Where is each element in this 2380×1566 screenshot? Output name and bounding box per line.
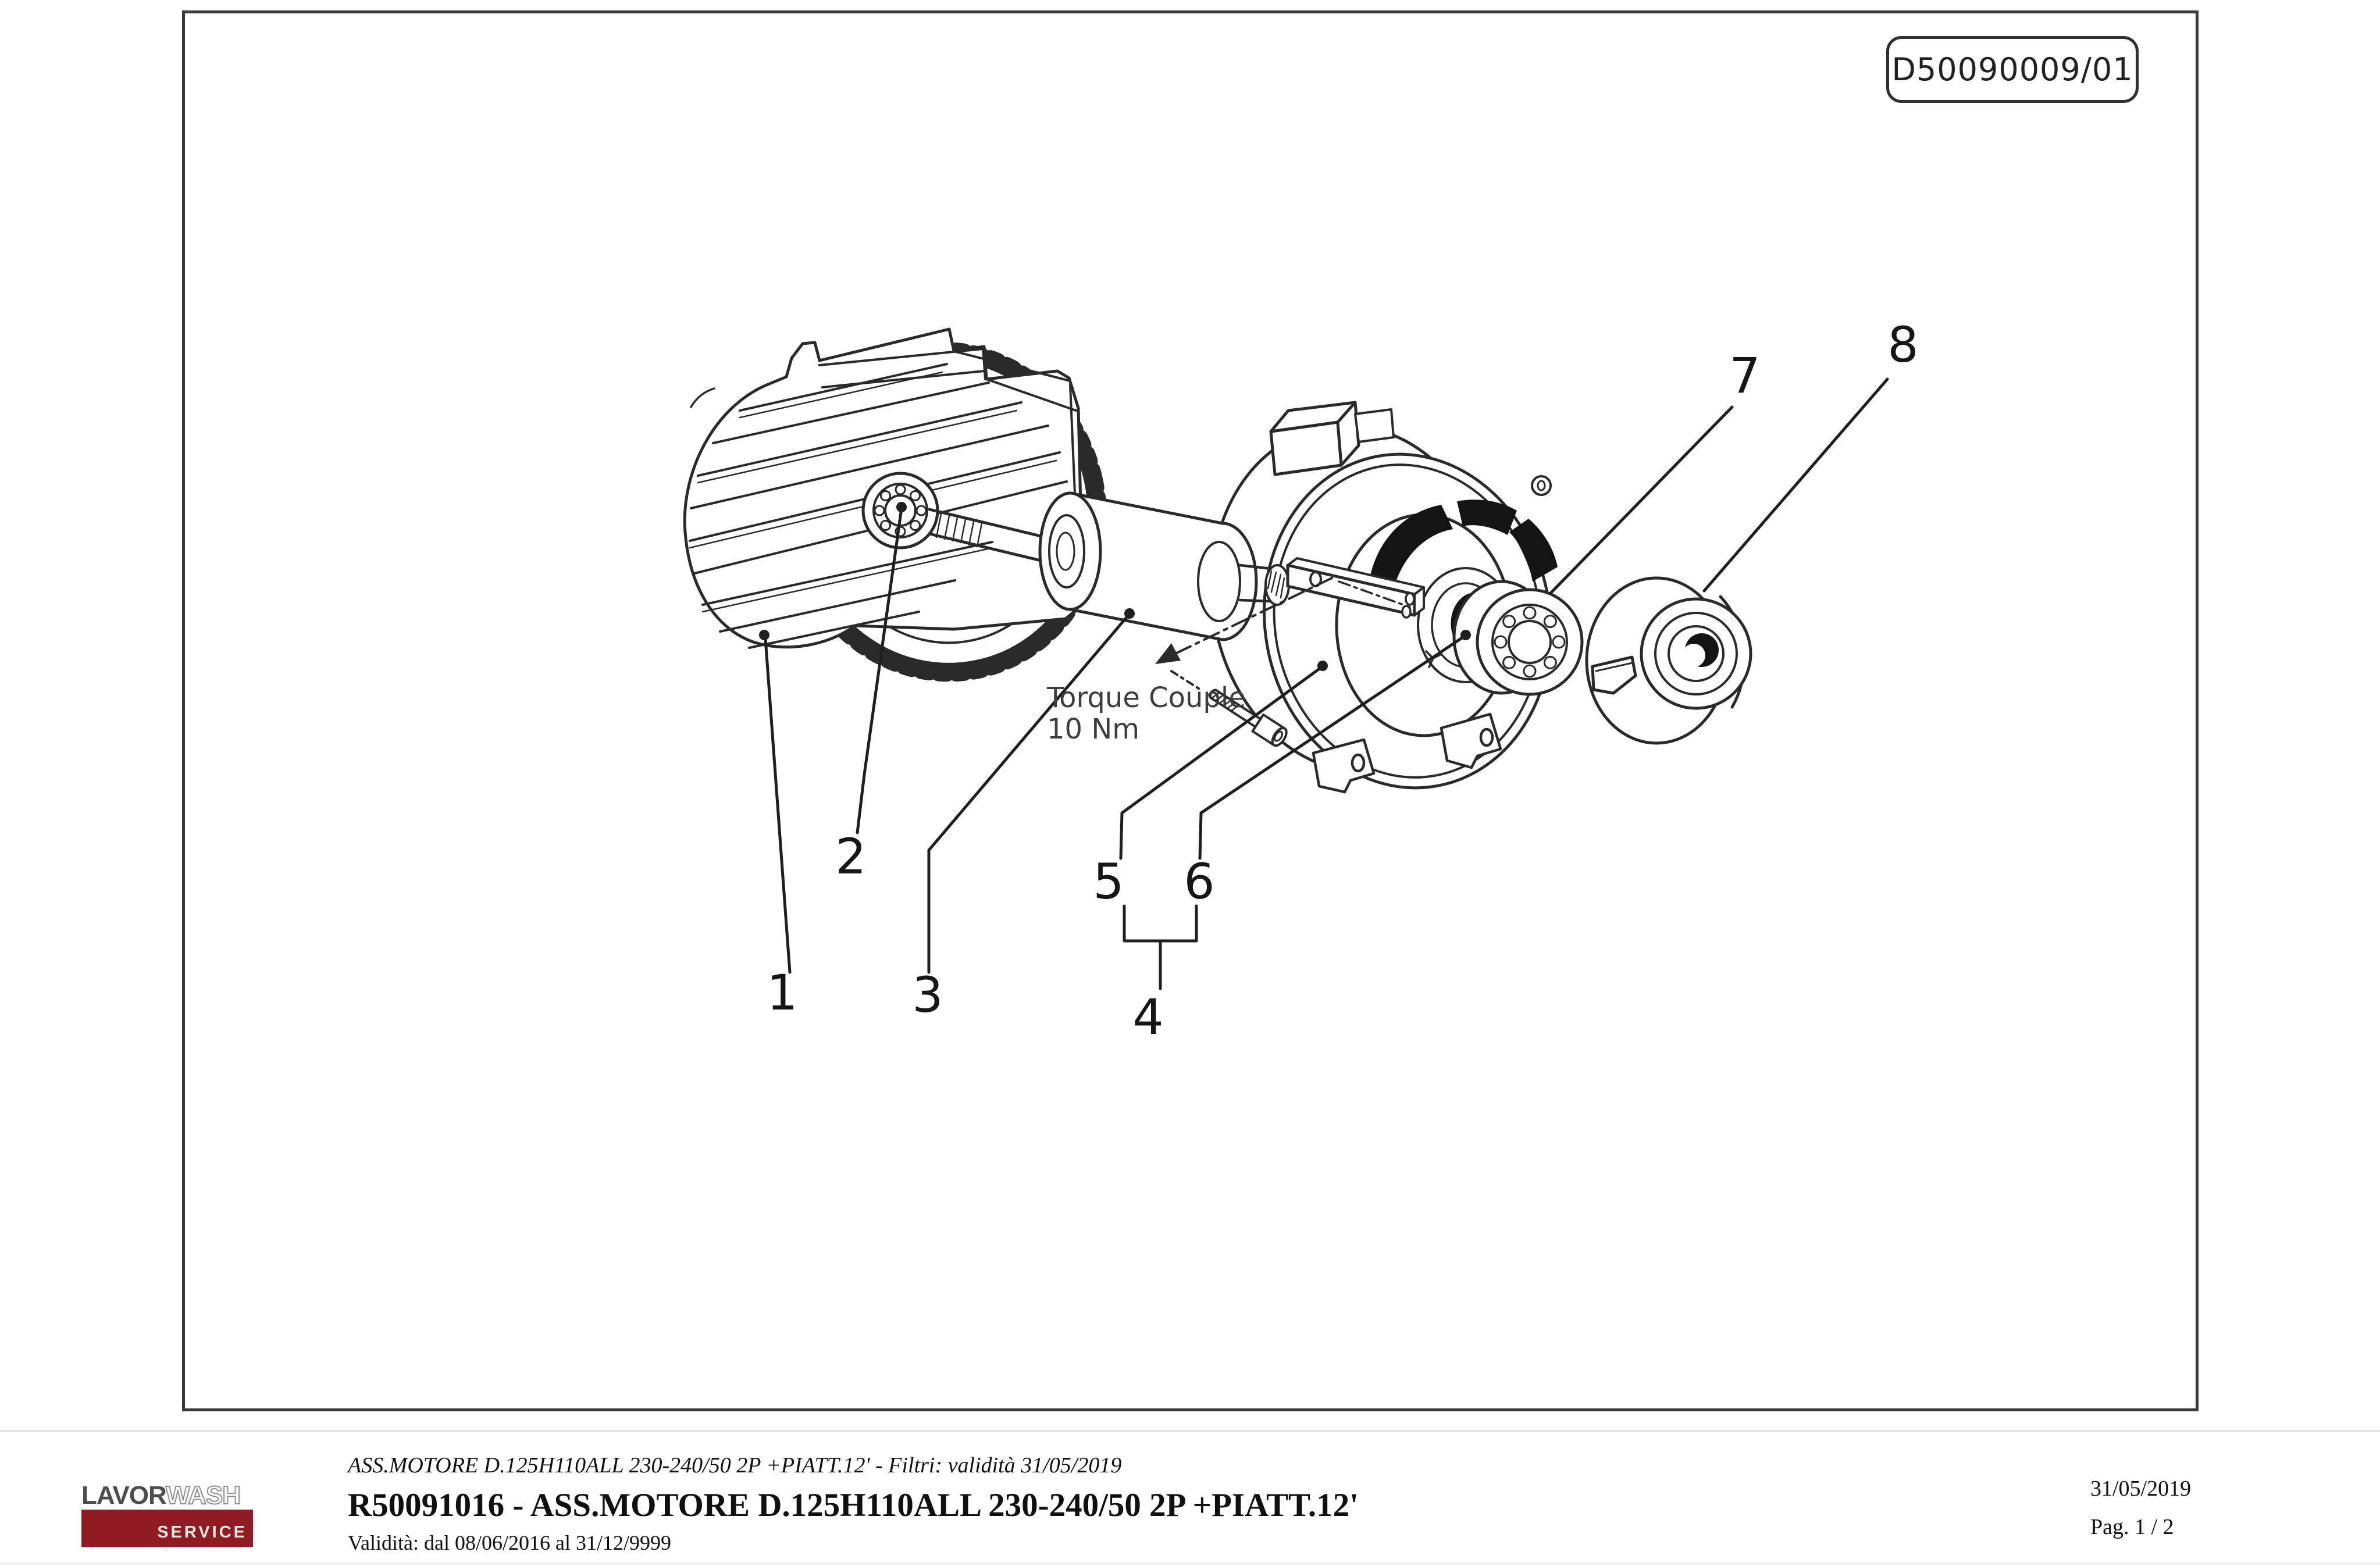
leader-line-1 <box>764 637 792 974</box>
bolt-centerline <box>1155 577 1411 691</box>
leader-line-3 <box>927 613 1130 974</box>
callout-8: 8 <box>1887 316 1918 373</box>
lavorwash-service-logo: LAVORWASH SERVICE <box>81 1481 253 1547</box>
terminal-box <box>1269 401 1395 476</box>
ear-lug <box>1531 475 1552 496</box>
bracket-4 <box>1123 904 1198 943</box>
logo-red-band: SERVICE <box>81 1510 253 1547</box>
callout-7: 7 <box>1729 347 1760 404</box>
logo-text-service: SERVICE <box>157 1523 247 1542</box>
logo-text-lavor: LAVOR <box>81 1481 166 1510</box>
document-number: D50090009/01 <box>1891 51 2133 88</box>
assembly-title: R50091016 - ASS.MOTORE D.125H110ALL 230-… <box>348 1487 1359 1524</box>
callout-4: 4 <box>1132 989 1163 1046</box>
callout-1: 1 <box>767 964 797 1021</box>
filter-subtitle: ASS.MOTORE D.125H110ALL 230-240/50 2P +P… <box>348 1453 1122 1478</box>
leader-line-7 <box>1549 405 1734 595</box>
logo-text-wash: WASH <box>165 1481 241 1510</box>
terminal-channel-lines <box>818 347 1081 604</box>
logo-wordmark: LAVORWASH <box>81 1481 253 1510</box>
rotor <box>1038 491 1290 641</box>
leader-lines <box>764 377 1889 990</box>
leader-line-8 <box>1702 377 1889 593</box>
validity-range: Validità: dal 08/06/2016 al 31/12/9999 <box>348 1531 671 1554</box>
key-bar-lug <box>1286 557 1425 619</box>
callout-2: 2 <box>835 828 866 885</box>
torque-note: Torque Couple 10 Nm <box>1046 682 1246 745</box>
rotor-shaft-left <box>928 508 1048 563</box>
page-bottom-rule <box>0 1563 2380 1564</box>
callout-5: 5 <box>1093 853 1124 910</box>
fan-blade-openings <box>1368 500 1558 599</box>
print-date: 31/05/2019 <box>2090 1476 2192 1501</box>
impeller <box>1585 576 1752 745</box>
torque-note-line1: Torque Couple <box>1046 682 1246 714</box>
mounting-feet <box>1312 712 1502 794</box>
leader-line-5 <box>1119 665 1324 860</box>
page-indicator: Pag. 1 / 2 <box>2090 1515 2174 1539</box>
leader-line-2 <box>856 506 903 834</box>
leader-dots <box>759 502 1471 671</box>
callout-3: 3 <box>912 966 943 1023</box>
callout-6: 6 <box>1184 853 1214 910</box>
arrowhead-icon <box>1155 643 1181 664</box>
torque-note-line2: 10 Nm <box>1047 713 1139 745</box>
document-number-box: D50090009/01 <box>1886 36 2139 103</box>
leader-line-6 <box>1198 634 1466 860</box>
callout-labels: 1 2 3 4 5 6 7 8 <box>767 316 1918 1046</box>
drawing-frame <box>182 10 2199 1411</box>
ball-bearing <box>1452 580 1584 696</box>
footer-separator <box>0 1430 2380 1432</box>
